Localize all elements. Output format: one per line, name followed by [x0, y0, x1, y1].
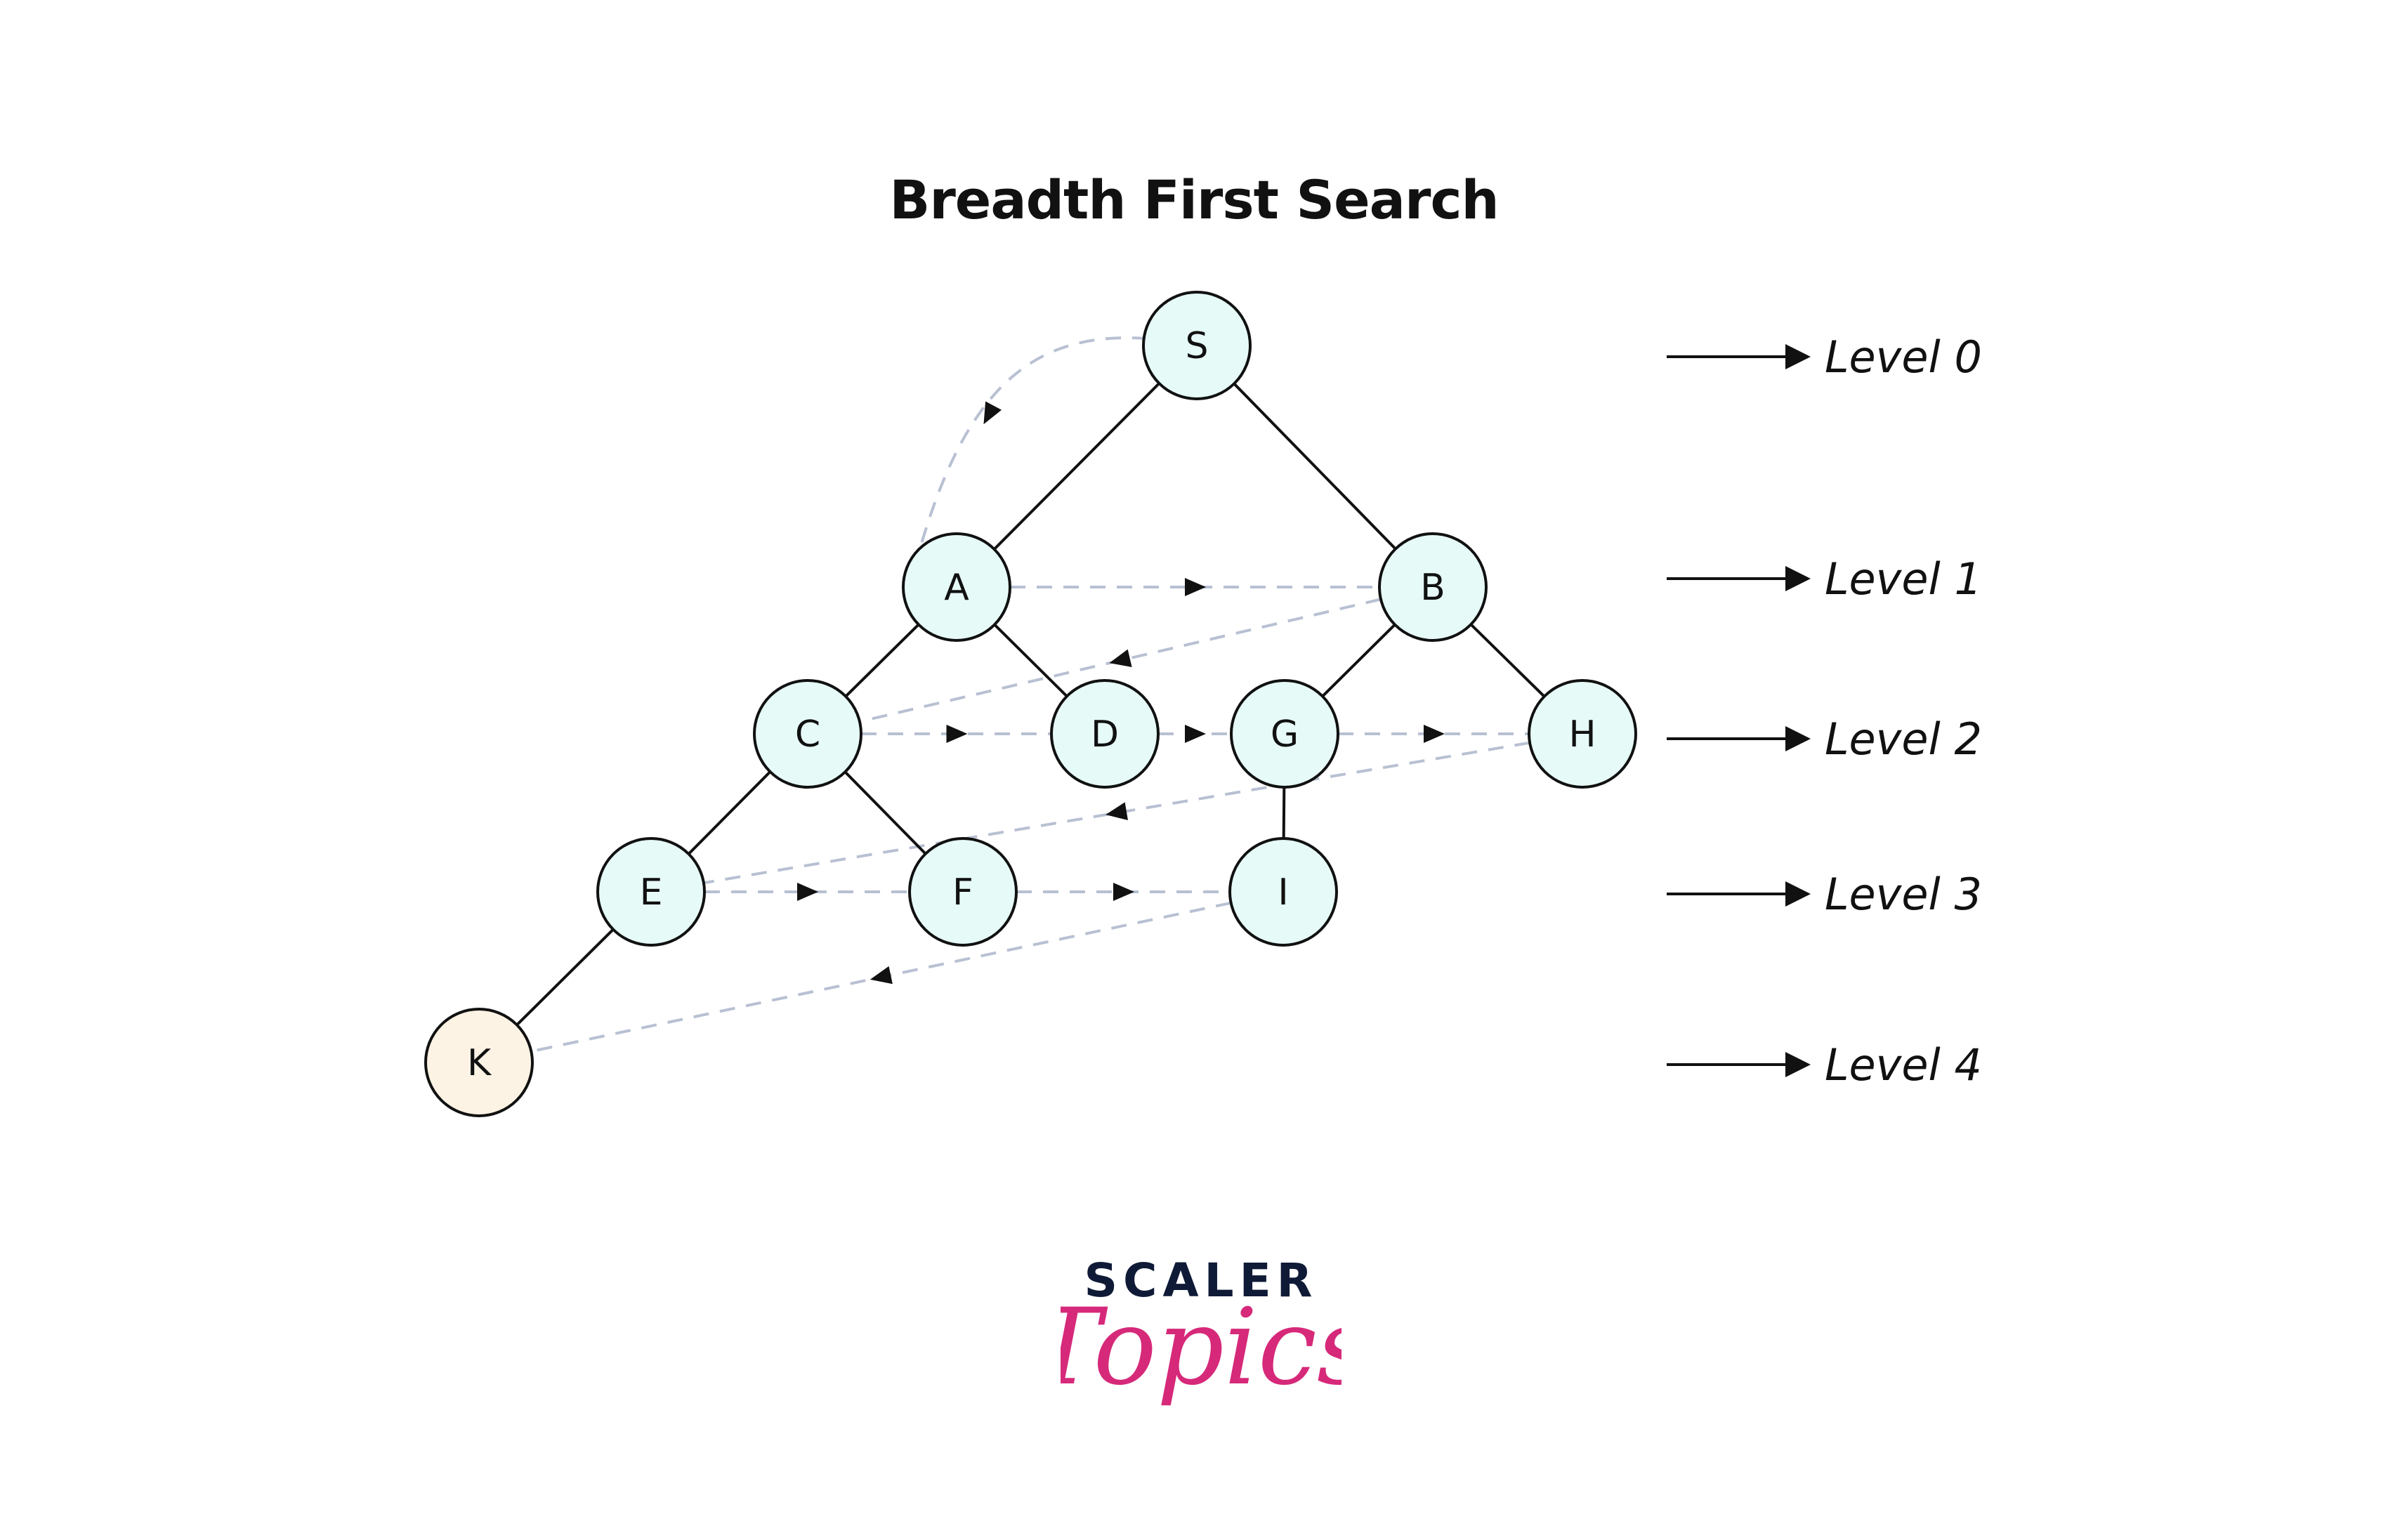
scaler-topics-logo: SCALER Topics	[1061, 1253, 1341, 1409]
level-label: Level 0	[1825, 331, 1982, 383]
level-label: Level 2	[1825, 713, 1982, 765]
node-label: G	[1271, 713, 1299, 756]
node-I: I	[1228, 837, 1338, 947]
tree-edge-G-I	[1282, 787, 1286, 839]
tree-edge-E-K	[516, 928, 615, 1026]
traversal-arrowhead	[1185, 725, 1206, 743]
traversal-arrowhead	[1106, 802, 1128, 820]
node-circle	[753, 679, 862, 789]
node-label: I	[1278, 871, 1288, 914]
node-H: H	[1528, 679, 1637, 789]
node-circle	[1228, 837, 1338, 947]
node-label: A	[944, 567, 969, 609]
node-label: H	[1568, 713, 1596, 756]
level-arrowhead	[1785, 566, 1811, 591]
node-E: E	[596, 837, 706, 947]
node-A: A	[902, 532, 1011, 642]
tree-edge-B-G	[1321, 624, 1396, 697]
level-indicator-3: Level 3	[1667, 869, 1982, 920]
node-circle	[1230, 679, 1339, 789]
diagram-title: Breadth First Search	[889, 169, 1499, 231]
node-circle	[902, 532, 1011, 642]
level-arrowhead	[1785, 726, 1811, 751]
level-indicator-1: Level 1	[1667, 553, 1982, 605]
traversal-arrowhead	[1185, 578, 1206, 596]
node-label: F	[952, 871, 973, 914]
tree-edge-A-C	[844, 623, 920, 698]
node-C: C	[753, 679, 862, 789]
tree-nodes: S A B C D G H E F I K	[424, 291, 1637, 1117]
traversal-path	[530, 336, 1530, 1053]
traversal-segment	[703, 741, 1530, 885]
traversal-arrowhead	[797, 883, 818, 901]
level-arrowhead	[1785, 881, 1811, 907]
level-label: Level 3	[1825, 869, 1982, 920]
traversal-segment	[920, 336, 1148, 544]
traversal-arrowhead	[946, 725, 968, 743]
tree-edge-B-H	[1469, 623, 1546, 698]
node-label: C	[795, 713, 820, 756]
tree-edge-S-B	[1233, 382, 1397, 551]
node-circle	[596, 837, 706, 947]
node-circle	[1050, 679, 1160, 789]
traversal-arrowhead	[983, 401, 1002, 425]
level-label: Level 4	[1825, 1039, 1982, 1091]
node-K: K	[424, 1008, 534, 1117]
node-G: G	[1230, 679, 1339, 789]
traversal-arrowhead	[1424, 725, 1445, 743]
traversal-arrowhead	[1113, 883, 1134, 901]
node-circle	[1378, 532, 1488, 642]
node-label: D	[1091, 713, 1119, 756]
level-label: Level 1	[1825, 553, 1982, 605]
tree-edge-C-F	[844, 770, 927, 855]
node-circle	[908, 837, 1018, 947]
node-S: S	[1142, 291, 1252, 400]
level-arrowhead	[1785, 1052, 1811, 1077]
node-label: S	[1185, 325, 1208, 367]
node-circle	[424, 1008, 534, 1117]
level-indicator-2: Level 2	[1667, 713, 1982, 765]
level-indicator-0: Level 0	[1667, 331, 1982, 383]
node-label: K	[467, 1042, 492, 1084]
traversal-arrowhead	[870, 966, 893, 985]
node-circle	[1142, 291, 1252, 400]
tree-edge-C-E	[688, 770, 771, 855]
level-indicators: Level 0 Level 1 Level 2 Level 3 Level 4	[1667, 331, 1982, 1091]
logo-wordmark-script: Topics	[1061, 1286, 1341, 1409]
node-label: B	[1420, 567, 1445, 609]
tree-edges	[516, 382, 1546, 1026]
node-F: F	[908, 837, 1018, 947]
level-indicator-4: Level 4	[1667, 1039, 1982, 1091]
node-circle	[1528, 679, 1637, 789]
node-label: E	[640, 871, 663, 914]
logo-wordmark-top: SCALER	[1084, 1253, 1318, 1308]
tree-edge-A-D	[993, 624, 1068, 697]
node-B: B	[1378, 532, 1488, 642]
node-D: D	[1050, 679, 1160, 789]
traversal-arrowhead	[1109, 649, 1132, 667]
tree-edge-S-A	[993, 382, 1160, 551]
level-arrowhead	[1785, 344, 1811, 369]
